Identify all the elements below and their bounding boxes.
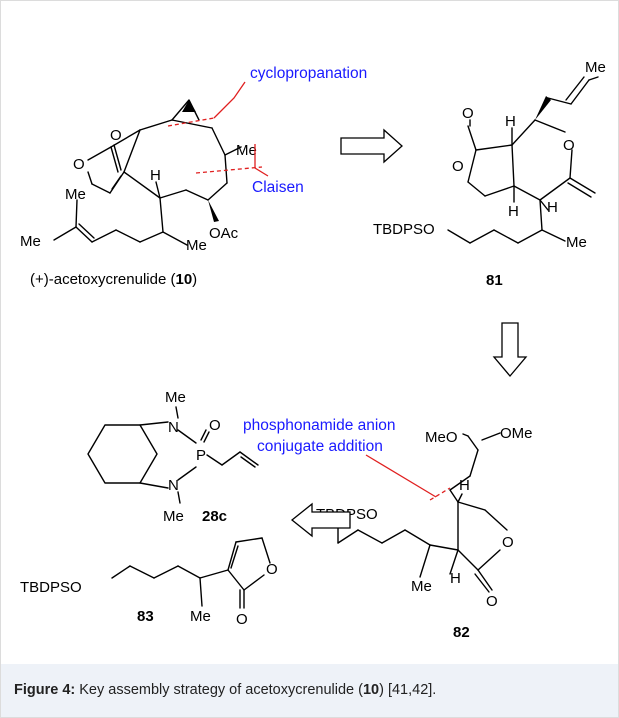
compound-83-number: 83	[137, 608, 154, 625]
caption-text-before: Key assembly strategy of acetoxycrenulid…	[75, 682, 363, 698]
compound-81-number: 81	[486, 272, 503, 289]
claisen-annotation: Claisen	[252, 179, 304, 196]
cyclopropanation-annotation: cyclopropanation	[250, 65, 367, 82]
compound-82-meo: MeO	[425, 429, 458, 446]
compound-10-me-mid: Me	[186, 237, 207, 254]
compound-82-h-bottom: H	[450, 570, 461, 587]
compound-10-ring-o: O	[73, 156, 85, 173]
compound-82-ome: OMe	[500, 425, 533, 442]
compound-10-me-top: Me	[236, 142, 257, 159]
retro-arrow-2	[492, 322, 528, 378]
compound-28c-p: P	[196, 447, 206, 464]
compound-10-label: (+)-acetoxycrenulide (10)	[30, 271, 197, 288]
cyclopropanation-leader	[213, 81, 246, 119]
compound-28c-structure	[87, 406, 259, 504]
compound-81-structure	[447, 76, 599, 244]
compound-10-h: H	[150, 167, 161, 184]
compound-82-structure	[337, 432, 508, 593]
compound-28c-me-top: Me	[165, 389, 186, 406]
compound-81-me-top: Me	[585, 59, 606, 76]
phosphonamide-annotation-line2: conjugate addition	[257, 438, 383, 455]
compound-10-number: 10	[175, 271, 192, 288]
compound-82-ring-o: O	[502, 534, 514, 551]
caption-text-after: ) [41,42].	[379, 682, 437, 698]
figure-caption: Figure 4: Key assembly strategy of aceto…	[14, 682, 436, 698]
compound-81-tbdpso: TBDPSO	[373, 221, 435, 238]
compound-28c-o: O	[209, 417, 221, 434]
caption-bar	[1, 664, 618, 717]
claisen-disconnection	[195, 166, 263, 174]
retro-arrow-3	[290, 502, 351, 538]
claisen-leader	[254, 144, 269, 177]
compound-10-oac: OAc	[209, 225, 239, 242]
compound-82-carbonyl-o: O	[486, 593, 498, 610]
compound-10-me-left1: Me	[65, 186, 86, 203]
compound-28c-n-bottom: N	[168, 477, 179, 494]
compound-83-structure	[111, 537, 271, 609]
compound-81-h-top: H	[505, 113, 516, 130]
compound-10-me-left2: Me	[20, 233, 41, 250]
compound-83-me: Me	[190, 608, 211, 625]
phosphonamide-disconnection	[429, 487, 451, 501]
compound-10-name-suffix: )	[192, 271, 197, 288]
compound-82-me: Me	[411, 578, 432, 595]
compound-82-h-top: H	[459, 477, 470, 494]
phosphonamide-annotation-line1: phosphonamide anion	[243, 417, 396, 434]
retro-arrow-1	[340, 128, 403, 164]
compound-10-name-prefix: (+)-acetoxycrenulide (	[30, 271, 175, 288]
compound-81-me: Me	[566, 234, 587, 251]
compound-81-pyran-o: O	[563, 137, 575, 154]
compound-83-carbonyl-o: O	[236, 611, 248, 628]
caption-label: Figure 4:	[14, 682, 76, 698]
compound-81-carbonyl-o: O	[462, 105, 474, 122]
phosphonamide-leader	[365, 454, 437, 498]
compound-10-carbonyl-o: O	[110, 127, 122, 144]
compound-83-tbdpso: TBDPSO	[20, 579, 82, 596]
compound-28c-me-bottom: Me	[163, 508, 184, 525]
compound-28c-number: 28c	[202, 508, 227, 525]
compound-81-ring-o: O	[452, 158, 464, 175]
compound-10-structure	[53, 99, 242, 246]
caption-number: 10	[362, 682, 380, 698]
compound-82-number: 82	[453, 624, 470, 641]
compound-81-h-bottom: H	[508, 203, 519, 220]
compound-81-h-right: H	[547, 199, 558, 216]
cyclopropanation-disconnection	[167, 117, 215, 127]
compound-83-ring-o: O	[266, 561, 278, 578]
compound-28c-n-top: N	[168, 419, 179, 436]
